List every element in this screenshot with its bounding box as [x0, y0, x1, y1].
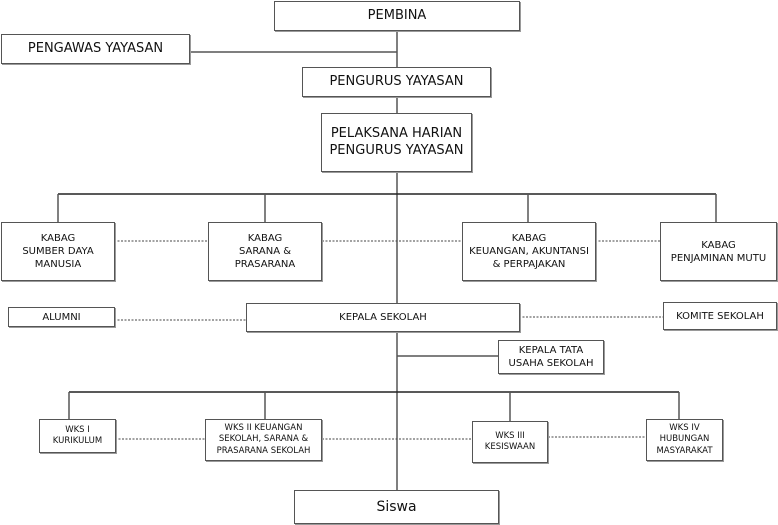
node-wks1-kurikulum: WKS I KURIKULUM [39, 419, 116, 453]
node-pembina: PEMBINA [274, 1, 520, 31]
node-siswa: Siswa [294, 490, 499, 524]
node-wks2-keuangan: WKS II KEUANGAN SEKOLAH, SARANA & PRASAR… [205, 419, 322, 461]
node-kabag-sarana: KABAG SARANA & PRASARANA [208, 222, 322, 281]
node-kabag-keuangan: KABAG KEUANGAN, AKUNTANSI & PERPAJAKAN [462, 222, 596, 281]
node-alumni: ALUMNI [8, 307, 115, 327]
node-wks4-humas: WKS IV HUBUNGAN MASYARAKAT [646, 419, 723, 461]
node-komite-sekolah: KOMITE SEKOLAH [663, 302, 777, 330]
node-kepala-sekolah: KEPALA SEKOLAH [246, 303, 520, 332]
node-pengawas-yayasan: PENGAWAS YAYASAN [1, 34, 190, 64]
node-wks3-kesiswaan: WKS III KESISWAAN [472, 421, 548, 463]
node-kabag-sdm: KABAG SUMBER DAYA MANUSIA [1, 222, 115, 281]
node-pelaksana-harian: PELAKSANA HARIAN PENGURUS YAYASAN [321, 113, 472, 172]
node-kabag-penjaminan-mutu: KABAG PENJAMINAN MUTU [660, 222, 777, 281]
node-kepala-tata-usaha: KEPALA TATA USAHA SEKOLAH [498, 340, 604, 374]
node-pengurus-yayasan: PENGURUS YAYASAN [302, 67, 491, 97]
